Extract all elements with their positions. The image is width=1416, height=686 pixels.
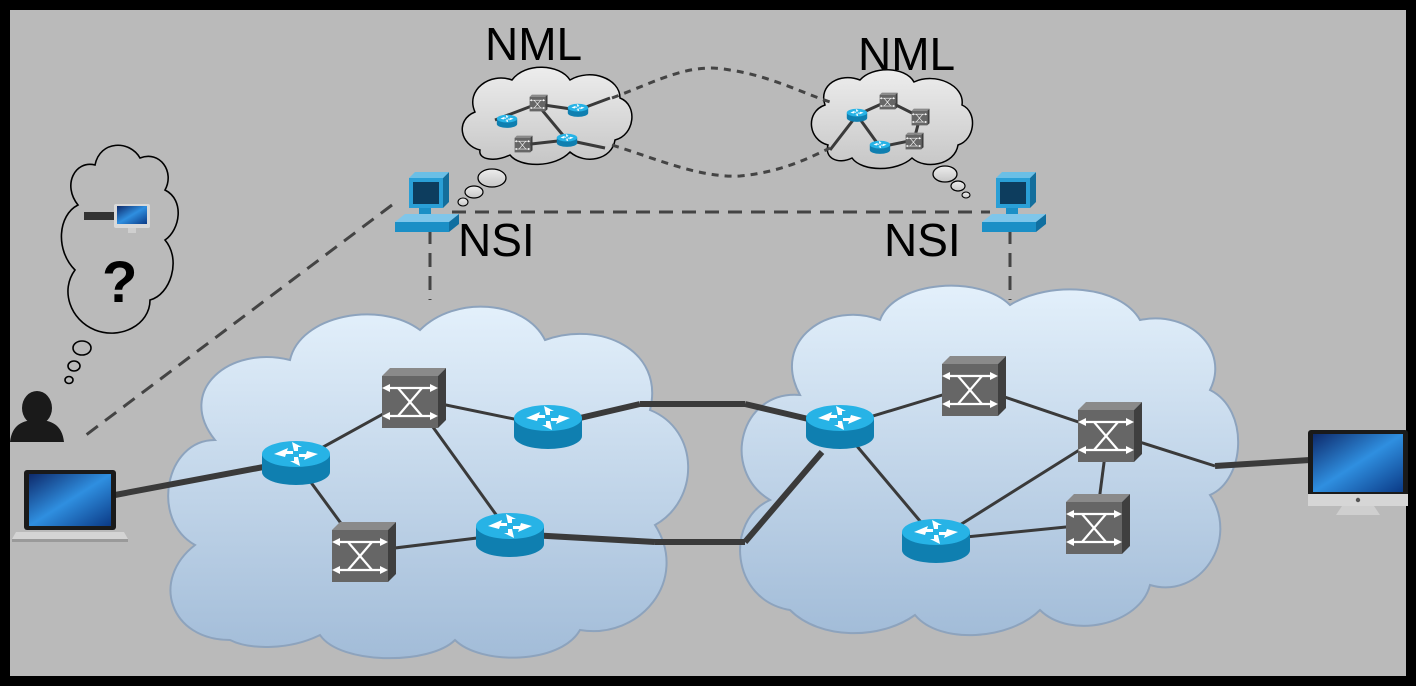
network-cloud-left [167,305,690,660]
router-icon [514,405,582,449]
question-mark: ? [102,250,137,315]
router-icon [806,405,874,449]
nml-dashed-link [611,66,831,178]
nml-cloud-left [457,66,633,207]
switch-icon [1064,492,1132,556]
switch-icon [1076,400,1144,464]
nml-cloud-right [810,69,974,199]
control-dashed-lines [85,203,1012,437]
router-icon [476,513,544,557]
imac-icon [84,204,150,233]
nml-label-left: NML [485,18,582,70]
router-icon [262,441,330,485]
nsi-label-right: NSI [884,214,961,266]
switch-icon [330,520,398,584]
nml-label-right: NML [858,28,955,80]
thought-cloud-icon [60,144,179,385]
router-icon [902,519,970,563]
imac-icon [1308,430,1408,515]
laptop-icon [12,470,128,542]
nsi-label-left: NSI [458,214,535,266]
switch-icon [380,366,448,430]
user-icon [10,391,64,442]
switch-icon [940,354,1008,418]
